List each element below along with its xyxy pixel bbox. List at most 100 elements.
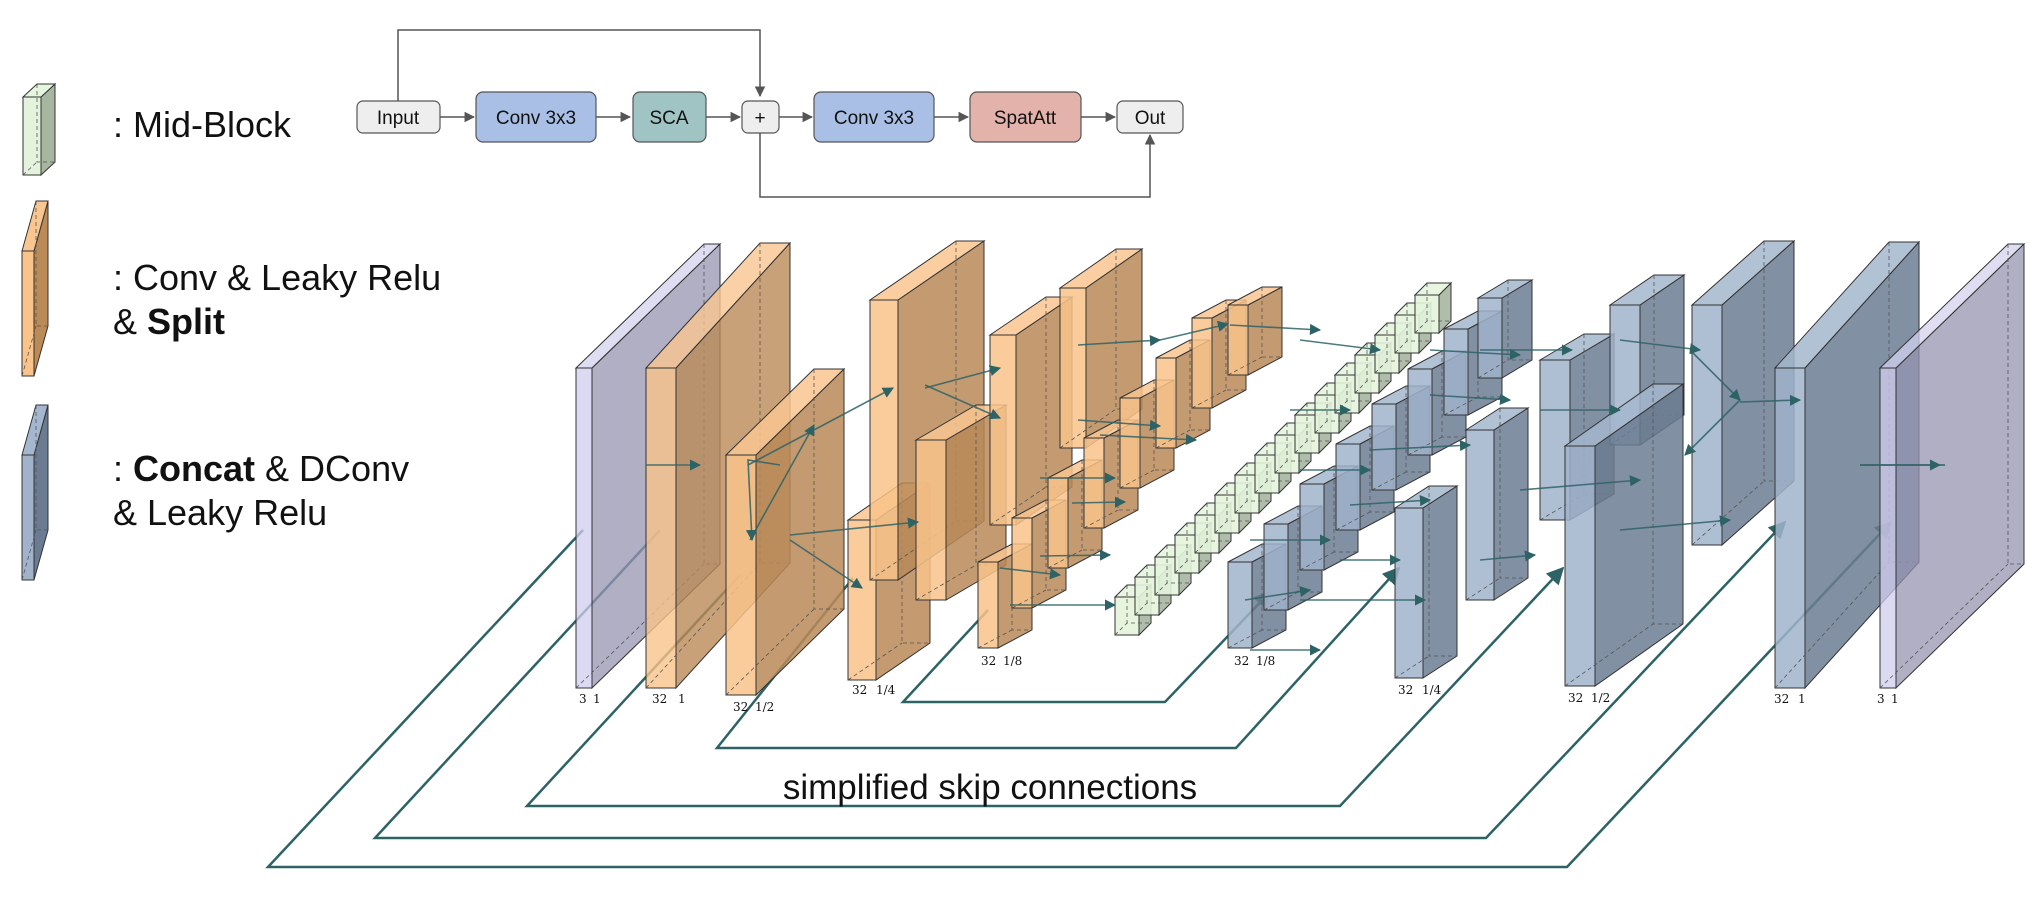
encoder-4b-lower-hidden-edge (1045, 500, 1066, 591)
flow-conv2-label: Conv 3x3 (834, 108, 914, 129)
internal-arrow-13 (1099, 433, 1198, 446)
internal-arrow-23 (1244, 585, 1312, 601)
mid-block-5 (1193, 501, 1233, 555)
encoder-4a-upper-front (989, 334, 1017, 526)
dim-e3-ch: 32 (852, 683, 867, 697)
legend-concat-label-2: & Leaky Relu (113, 492, 328, 533)
flow-spatatt-label: SpatAtt (994, 108, 1057, 129)
encoder-3-upper-front (869, 299, 899, 581)
encoder-1-front (645, 367, 677, 689)
internal-arrow-39 (1739, 394, 1802, 406)
flow-spatatt-box (969, 91, 1082, 143)
internal-arrow-2 (745, 459, 781, 542)
decoder-3a-side (1422, 485, 1458, 679)
dim-e2-scale: 1/2 (755, 700, 774, 714)
legend-mid-block-icon-front (22, 96, 42, 176)
encoder-4d-lower-hidden-edge (1117, 420, 1138, 511)
mid-block-10-hidden-edge (1294, 440, 1308, 454)
network-blocks (574, 239, 2026, 697)
dim-e1-scale: 1 (678, 692, 686, 706)
flow-plus-box (741, 100, 780, 134)
legend-conv-label-2: & Split (113, 300, 225, 344)
dim-d2-scale: 1/2 (1591, 691, 1610, 705)
decoder-3b-front (1465, 429, 1495, 601)
dim-d2-ch: 32 (1568, 691, 1583, 705)
dim-d1-ch: 32 (1774, 692, 1789, 706)
mid-block-4-hidden-edge (1174, 560, 1188, 574)
internal-arrow-16 (999, 567, 1062, 580)
encoder-4a-upper-hidden-edge (1045, 297, 1072, 488)
internal-arrow-7 (924, 384, 1002, 420)
dim-e3-scale: 1/4 (876, 683, 896, 697)
output-plate-hidden-edge (2007, 244, 2024, 565)
flow-input-label: Input (377, 108, 420, 129)
internal-arrow-25 (1429, 348, 1522, 361)
encoder-4a-upper (988, 296, 1074, 526)
legend-mid-block-icon-hidden-edge (22, 161, 38, 176)
skip-connection-1 (265, 520, 1893, 869)
encoder-4b-upper-hidden-edge (1059, 408, 1117, 449)
decoder-4g-front (1443, 328, 1469, 416)
mid-block-6-hidden-edge (1214, 520, 1228, 534)
encoder-4f-lower-front (1155, 357, 1177, 449)
decoder-2c-hidden-edge (1564, 623, 1654, 687)
dim-e1-ch: 32 (652, 692, 667, 706)
flow-conv1-label: Conv 3x3 (496, 108, 576, 129)
encoder-4h-lower (1227, 286, 1283, 376)
dim-d3-scale: 1/4 (1422, 683, 1442, 697)
mid-block-16-hidden-edge (1414, 320, 1428, 334)
encoder-2-front (725, 454, 757, 696)
internal-arrow-27 (1369, 439, 1472, 452)
internal-arrow-18 (1229, 323, 1322, 336)
encoder-4f-lower-hidden-edge (1189, 340, 1210, 431)
dim-in-scale: 1 (593, 692, 601, 706)
decoder-4h-hidden-edge (1507, 280, 1532, 361)
flow-conv1-box (475, 91, 597, 143)
encoder-4e-lower-front (1119, 397, 1141, 489)
legend-icons (21, 82, 57, 581)
dim-d1-scale: 1 (1798, 692, 1806, 706)
dim-in-ch: 3 (579, 692, 587, 706)
internal-arrow-38 (1684, 399, 1741, 456)
legend-conv-prefix: & (113, 301, 148, 342)
decoder-3b (1464, 407, 1530, 601)
legend-mid-block-icon-hidden-edge (36, 84, 55, 163)
flow-out-box (1116, 100, 1184, 134)
dim-d3-ch: 32 (1398, 683, 1413, 697)
encoder-2-hidden-edge (813, 369, 844, 610)
decoder-1b-hidden-edge (1774, 561, 1890, 689)
decoder-4c-front (1299, 483, 1325, 571)
legend-conv-bold: Split (147, 301, 226, 342)
input-plate-front (575, 367, 593, 689)
dim-e4-ch: 32 (981, 654, 996, 668)
skip-connection-2 (372, 520, 1787, 840)
flow-skip-bottom (759, 132, 1156, 198)
internal-arrow-5 (789, 539, 863, 589)
internal-arrow-8 (924, 365, 1002, 389)
dim-out-scale: 1 (1891, 692, 1899, 706)
internal-arrow-36 (1619, 515, 1732, 531)
decoder-3b-side (1493, 407, 1529, 601)
internal-arrow-19 (1299, 339, 1382, 355)
flow-sca-box (632, 91, 707, 143)
dim-e2-ch: 32 (733, 700, 748, 714)
skip-connection-5 (900, 590, 1272, 704)
internal-arrow-12 (1159, 320, 1230, 341)
mid-block-9-hidden-edge (1274, 460, 1288, 474)
internal-arrow-3 (749, 424, 815, 541)
legend-concat-icon-hidden-edge (21, 529, 37, 581)
mid-block-15-hidden-edge (1394, 340, 1408, 354)
mid-block-1-hidden-edge (1114, 622, 1128, 636)
internal-arrow-35 (1619, 339, 1702, 355)
mid-block-8-hidden-edge (1254, 480, 1268, 494)
flow-conv2-box (813, 91, 935, 143)
encoder-3b-upper-hidden-edge (915, 564, 977, 601)
legend-concat-icon-front (21, 454, 35, 581)
decoder-4f-front (1407, 368, 1433, 456)
output-plate (1878, 242, 2026, 690)
mid-block-7-hidden-edge (1234, 500, 1248, 514)
decoder-1b-front (1774, 367, 1806, 689)
encoder-4g-lower-front (1191, 317, 1213, 409)
internal-arrows (646, 320, 1945, 656)
flow-skip-top (397, 29, 766, 101)
